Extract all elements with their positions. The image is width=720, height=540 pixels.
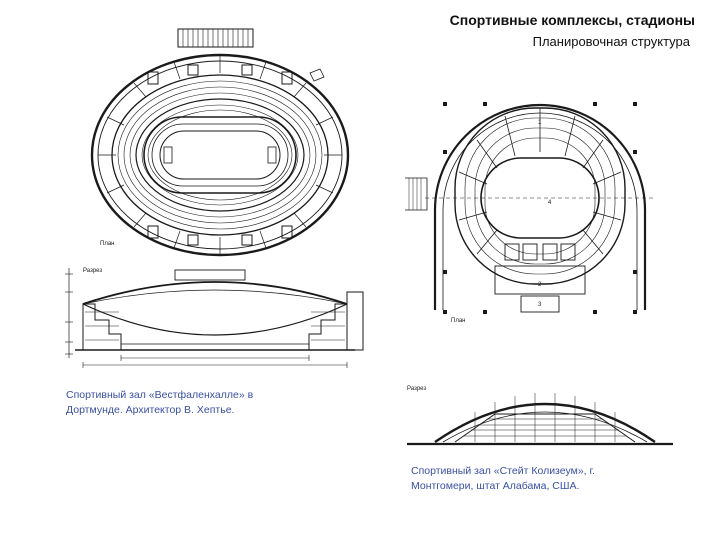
westfalenhalle-caption-line1: Спортивный зал «Вестфаленхалле» в (66, 389, 254, 401)
coliseum-room-label-2: 2 (538, 282, 542, 288)
westfalenhalle-caption-line2: Дортмунде. Архитектор В. Хептье. (66, 404, 235, 416)
westfalenhalle-caption: Спортивный зал «Вестфаленхалле» в Дортму… (66, 388, 253, 418)
coliseum-room-label-3: 3 (538, 302, 542, 308)
coliseum-caption-line2: Монтгомери, штат Алабама, США. (411, 480, 580, 492)
coliseum-plan-drawing: 1 2 3 4 План (405, 102, 655, 324)
westfalenhalle-section-label: Разрез (83, 268, 102, 274)
westfalenhalle-plan-label: План (100, 241, 114, 247)
coliseum-caption-line1: Спортивный зал «Стейт Колизеум», г. (411, 465, 595, 477)
westfalenhalle-plan-drawing: План (90, 28, 350, 257)
coliseum-room-label-1: 1 (538, 120, 542, 126)
coliseum-caption: Спортивный зал «Стейт Колизеум», г. Монт… (411, 464, 595, 494)
westfalenhalle-section-drawing: Разрез (65, 268, 364, 368)
coliseum-section-drawing: Разрез (407, 386, 673, 446)
slide-subtitle: Планировочная структура (532, 34, 690, 49)
coliseum-plan-label: План (451, 318, 465, 324)
coliseum-section-label: Разрез (407, 386, 426, 392)
slide-title: Спортивные комплексы, стадионы (449, 12, 695, 28)
coliseum-room-label-4: 4 (548, 200, 552, 206)
